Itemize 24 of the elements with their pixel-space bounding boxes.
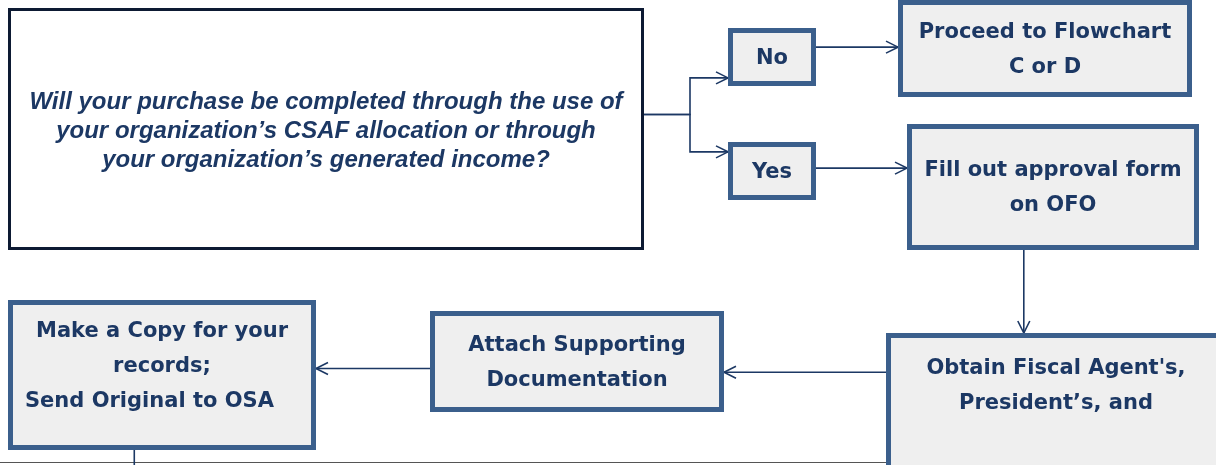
process-box (728, 142, 816, 200)
connector-line (133, 449, 136, 465)
question-box (8, 8, 644, 250)
process-box (728, 28, 816, 86)
step-text: Obtain Fiscal Agent's, President’s, and (925, 354, 1187, 416)
step-text: Fill out approval form on OFO (923, 156, 1183, 218)
process-box (886, 333, 1216, 465)
arrow (1017, 249, 1031, 334)
question-text: Will your purchase be completed through the use of your organization’s CSAF allocation or through your organization’s generated income? (29, 85, 623, 173)
arrow (815, 40, 899, 54)
arrow (315, 361, 431, 376)
step-text: Send Original to OSA (25, 387, 275, 414)
process-box (8, 300, 316, 450)
step-text: Yes (752, 157, 792, 185)
process-box (898, 0, 1192, 97)
step-text: Make a Copy for your records; (35, 317, 289, 379)
process-box (430, 311, 724, 412)
arrow (723, 365, 887, 379)
step-text: Proceed to Flowchart C or D (917, 17, 1173, 80)
process-box (907, 124, 1199, 250)
arrow (643, 113, 729, 159)
step-text: Attach Supporting Documentation (467, 330, 687, 393)
arrow (815, 161, 908, 175)
step-text: No (756, 43, 788, 71)
